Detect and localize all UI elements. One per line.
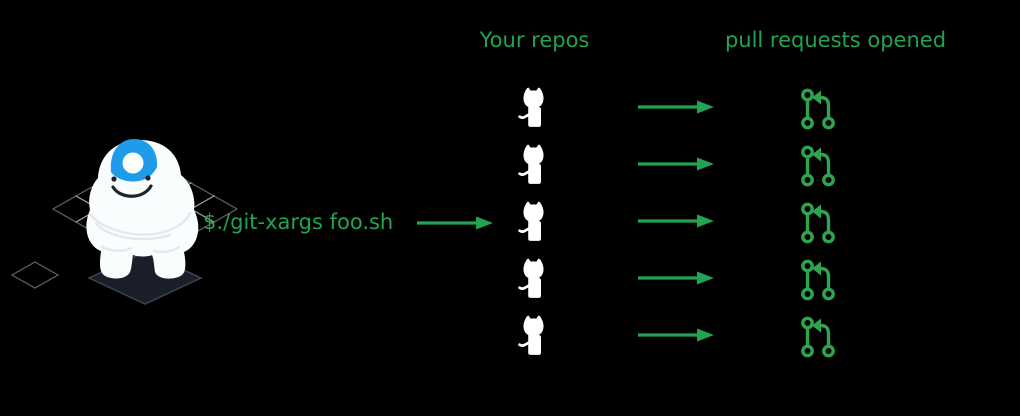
repo-flow-row: [510, 142, 840, 187]
git-pull-request-icon: [800, 86, 836, 130]
heading-pull-requests-opened: pull requests opened: [724, 28, 947, 52]
github-octocat-icon: [515, 143, 552, 185]
right-arrow-icon: [637, 269, 715, 287]
right-arrow-icon: [637, 98, 715, 116]
headlamp: [122, 152, 144, 174]
github-octocat-icon: [515, 200, 552, 242]
github-octocat-icon: [515, 314, 552, 356]
command-arrow-icon: [416, 215, 494, 231]
mascot-scene-svg: [10, 139, 239, 305]
git-pull-request-icon: [800, 200, 836, 244]
left-eye: [111, 176, 117, 182]
right-arrow-icon: [637, 155, 715, 173]
repo-flow-rows: [510, 85, 840, 358]
git-pull-request-icon: [800, 314, 836, 358]
repo-flow-row: [510, 256, 840, 301]
github-octocat-icon: [515, 257, 552, 299]
repo-flow-row: [510, 85, 840, 130]
right-arrow-icon: [637, 212, 715, 230]
repo-flow-row: [510, 313, 840, 358]
smile: [111, 184, 153, 198]
git-pull-request-icon: [800, 143, 836, 187]
repo-flow-row: [510, 199, 840, 244]
yeti-face: [111, 175, 153, 198]
yeti-mascot-illustration: [0, 115, 250, 315]
github-octocat-icon: [515, 86, 552, 128]
heading-your-repos: Your repos: [479, 28, 590, 52]
command-label: $./git-xargs foo.sh: [203, 210, 394, 234]
yeti-crossed-arms: [88, 211, 192, 254]
right-eye: [145, 175, 151, 181]
right-arrow-icon: [637, 326, 715, 344]
git-pull-request-icon: [800, 257, 836, 301]
